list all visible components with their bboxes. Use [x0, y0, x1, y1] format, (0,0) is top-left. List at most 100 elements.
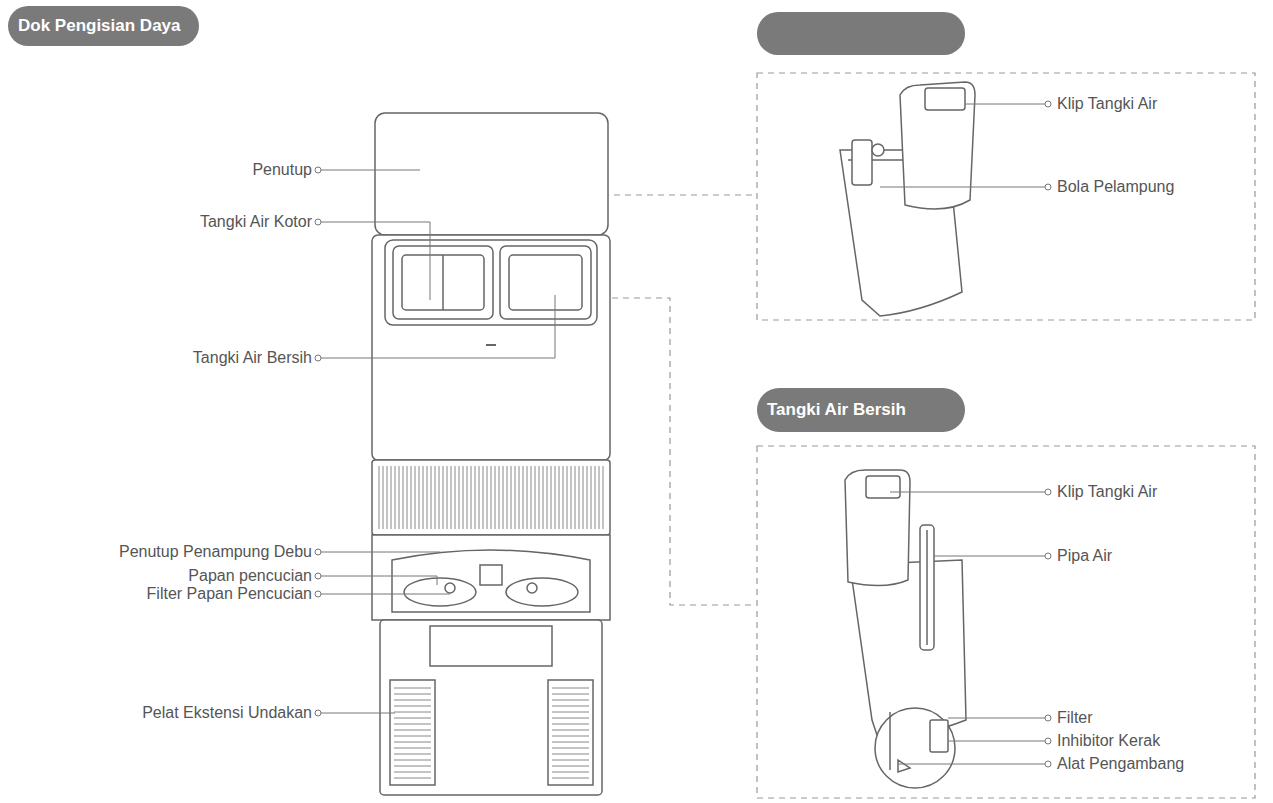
rib-line	[399, 466, 400, 529]
rib-line	[531, 466, 532, 529]
rib-line	[455, 466, 456, 529]
rib-line	[563, 466, 564, 529]
rib-line	[567, 466, 568, 529]
part-label: Penutup Penampung Debu	[119, 543, 312, 561]
dirty-tank-drawing	[840, 82, 975, 316]
leader-dot	[1045, 101, 1051, 107]
part-label: Filter	[1057, 709, 1093, 727]
ramp-rib	[394, 772, 431, 773]
rib-line	[411, 466, 412, 529]
dock-drawing	[372, 113, 610, 795]
leader-dot	[1045, 489, 1051, 495]
rib-line	[475, 466, 476, 529]
ramp-rib	[394, 778, 431, 779]
rib-line	[467, 466, 468, 529]
ramp-rib	[552, 760, 589, 761]
leader-dot	[315, 549, 321, 555]
rib-line	[575, 466, 576, 529]
ramp-rib	[394, 688, 431, 689]
ramp-rib	[394, 718, 431, 719]
ramp-rib	[552, 778, 589, 779]
ramp-rib	[552, 688, 589, 689]
leader-dot	[1045, 738, 1051, 744]
rib-line	[423, 466, 424, 529]
ramp-rib	[552, 754, 589, 755]
rib-line	[583, 466, 584, 529]
rib-line	[427, 466, 428, 529]
part-label: Klip Tangki Air	[1057, 95, 1157, 113]
rib-line	[483, 466, 484, 529]
part-label: Filter Papan Pencucian	[147, 585, 312, 603]
rib-line	[447, 466, 448, 529]
part-label: Tangki Air Kotor	[200, 213, 312, 231]
dust-cover-ribs	[379, 466, 603, 529]
ramp-rib	[552, 700, 589, 701]
leader-dot	[315, 710, 321, 716]
part-label: Papan pencucian	[188, 567, 312, 585]
leader-dot	[315, 591, 321, 597]
leader-dot	[1045, 761, 1051, 767]
rib-line	[395, 466, 396, 529]
leader-dot	[1045, 553, 1051, 559]
ramp-rib	[552, 724, 589, 725]
rib-line	[451, 466, 452, 529]
rib-line	[387, 466, 388, 529]
rib-line	[523, 466, 524, 529]
rib-line	[587, 466, 588, 529]
rib-line	[551, 466, 552, 529]
rib-line	[431, 466, 432, 529]
part-label: Inhibitor Kerak	[1057, 732, 1160, 750]
rib-line	[591, 466, 592, 529]
leader-dot	[1045, 715, 1051, 721]
rib-line	[603, 466, 604, 529]
part-label: Penutup	[252, 161, 312, 179]
part-label: Pipa Air	[1057, 547, 1112, 565]
rib-line	[559, 466, 560, 529]
empty-pill	[757, 12, 965, 55]
leader-dot	[315, 355, 321, 361]
part-label: Tangki Air Bersih	[193, 349, 312, 367]
rib-line	[439, 466, 440, 529]
ramp-rib	[552, 718, 589, 719]
ramp-rib	[394, 712, 431, 713]
rib-line	[491, 466, 492, 529]
ramp-rib	[552, 694, 589, 695]
ramp-rib	[394, 736, 431, 737]
rib-line	[383, 466, 384, 529]
clean-tank-drawing	[845, 470, 966, 788]
detail-frame	[757, 446, 1255, 798]
ramp-rib	[394, 766, 431, 767]
rib-line	[527, 466, 528, 529]
ramp-rib	[394, 748, 431, 749]
ramp-rib	[552, 742, 589, 743]
ramp-rib	[552, 736, 589, 737]
ramp-rib	[552, 766, 589, 767]
rib-line	[479, 466, 480, 529]
rib-line	[435, 466, 436, 529]
rib-line	[415, 466, 416, 529]
rib-line	[515, 466, 516, 529]
rib-line	[403, 466, 404, 529]
part-label: Alat Pengambang	[1057, 755, 1184, 773]
ramp-rib	[394, 694, 431, 695]
ramp-rib	[394, 700, 431, 701]
rib-line	[419, 466, 420, 529]
leader-dot	[315, 573, 321, 579]
rib-line	[487, 466, 488, 529]
rib-line	[507, 466, 508, 529]
dashed-link	[590, 298, 755, 605]
rib-line	[543, 466, 544, 529]
pill-title: Dok Pengisian Daya	[18, 16, 181, 36]
ramp-rib	[394, 724, 431, 725]
rib-line	[463, 466, 464, 529]
ramp-rib	[552, 748, 589, 749]
leader-dot	[315, 167, 321, 173]
rib-line	[495, 466, 496, 529]
rib-line	[471, 466, 472, 529]
leader-dots	[315, 101, 1051, 767]
rib-line	[599, 466, 600, 529]
part-label: Klip Tangki Air	[1057, 483, 1157, 501]
pill-title: Tangki Air Bersih	[767, 400, 906, 420]
rib-line	[379, 466, 380, 529]
